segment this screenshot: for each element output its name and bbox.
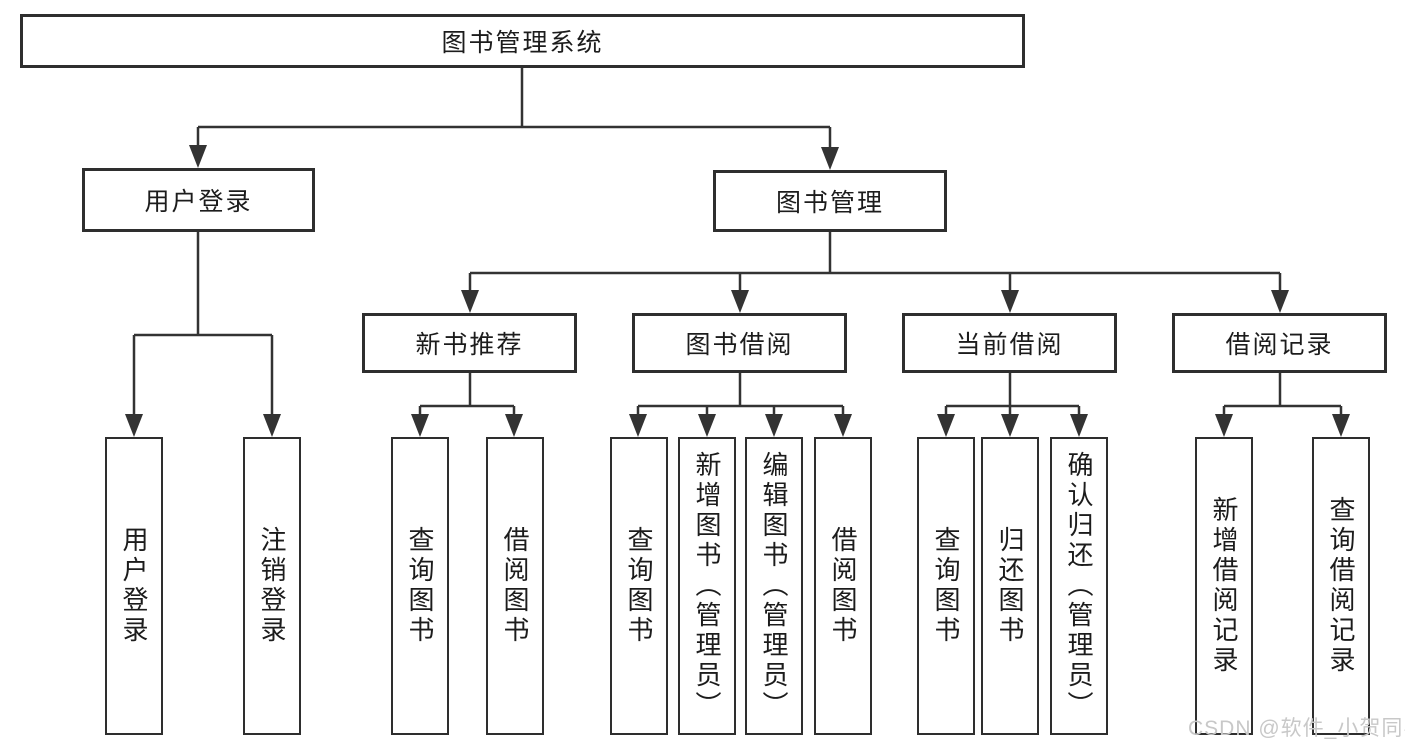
node-user-login: 用户登录: [82, 168, 315, 232]
arrowhead: [505, 414, 523, 437]
leaf-return-book-label: 归还图书: [995, 526, 1025, 646]
node-user-login-label: 用户登录: [144, 188, 253, 216]
leaf-confirm-return-admin: 确认归还（管理员）: [1050, 437, 1108, 735]
leaf-query-borrow-record-label: 查询借阅记录: [1326, 496, 1356, 676]
leaf-borrow-book-borrowing: 借阅图书: [814, 437, 872, 735]
arrowhead: [1001, 290, 1019, 313]
leaf-edit-book-admin-label: 编辑图书（管理员）: [759, 451, 789, 721]
leaf-edit-book-admin: 编辑图书（管理员）: [745, 437, 803, 735]
node-borrowing-records-label: 借阅记录: [1225, 331, 1334, 359]
leaf-return-book: 归还图书: [981, 437, 1039, 735]
node-new-book-recommend: 新书推荐: [362, 313, 577, 373]
node-new-book-recommend-label: 新书推荐: [415, 331, 524, 359]
leaf-query-book-recommend-label: 查询图书: [405, 526, 435, 646]
leaf-add-borrow-record: 新增借阅记录: [1195, 437, 1253, 735]
arrowhead: [821, 147, 839, 170]
leaf-query-book-current: 查询图书: [917, 437, 975, 735]
leaf-borrow-book-recommend: 借阅图书: [486, 437, 544, 735]
leaf-logout: 注销登录: [243, 437, 301, 735]
arrowhead: [189, 145, 207, 168]
leaf-query-book-borrowing: 查询图书: [610, 437, 668, 735]
leaf-borrow-book-recommend-label: 借阅图书: [500, 526, 530, 646]
node-book-borrowing-label: 图书借阅: [685, 331, 794, 359]
leaf-user-login: 用户登录: [105, 437, 163, 735]
arrowhead: [1070, 414, 1088, 437]
leaf-add-borrow-record-label: 新增借阅记录: [1209, 496, 1239, 676]
arrowhead: [937, 414, 955, 437]
leaf-add-book-admin-label: 新增图书（管理员）: [692, 451, 722, 721]
node-book-borrowing: 图书借阅: [632, 313, 847, 373]
leaf-user-login-label: 用户登录: [119, 526, 149, 646]
node-borrowing-records: 借阅记录: [1172, 313, 1387, 373]
arrowhead: [461, 290, 479, 313]
leaf-query-borrow-record: 查询借阅记录: [1312, 437, 1370, 735]
arrowhead: [411, 414, 429, 437]
node-library-system: 图书管理系统: [20, 14, 1025, 68]
leaf-query-book-borrowing-label: 查询图书: [624, 526, 654, 646]
arrowhead: [731, 290, 749, 313]
arrowhead: [698, 414, 716, 437]
arrowhead: [1001, 414, 1019, 437]
arrowhead: [125, 414, 143, 437]
csdn-watermark: CSDN @软件_小贺同学: [1188, 717, 1405, 740]
arrowhead: [1271, 290, 1289, 313]
leaf-confirm-return-admin-label: 确认归还（管理员）: [1064, 451, 1094, 721]
node-current-borrowing-label: 当前借阅: [955, 331, 1064, 359]
node-library-system-label: 图书管理系统: [441, 29, 604, 57]
leaf-query-book-current-label: 查询图书: [931, 526, 961, 646]
arrowhead: [629, 414, 647, 437]
leaf-borrow-book-borrowing-label: 借阅图书: [828, 526, 858, 646]
leaf-logout-label: 注销登录: [257, 526, 287, 646]
arrowhead: [1332, 414, 1350, 437]
leaf-add-book-admin: 新增图书（管理员）: [678, 437, 736, 735]
node-book-management: 图书管理: [713, 170, 947, 232]
arrowhead: [1215, 414, 1233, 437]
arrowheads: [125, 145, 1350, 437]
node-current-borrowing: 当前借阅: [902, 313, 1117, 373]
arrowhead: [834, 414, 852, 437]
tree-edges: [132, 68, 1343, 420]
arrowhead: [765, 414, 783, 437]
node-book-management-label: 图书管理: [775, 189, 884, 217]
arrowhead: [263, 414, 281, 437]
leaf-query-book-recommend: 查询图书: [391, 437, 449, 735]
